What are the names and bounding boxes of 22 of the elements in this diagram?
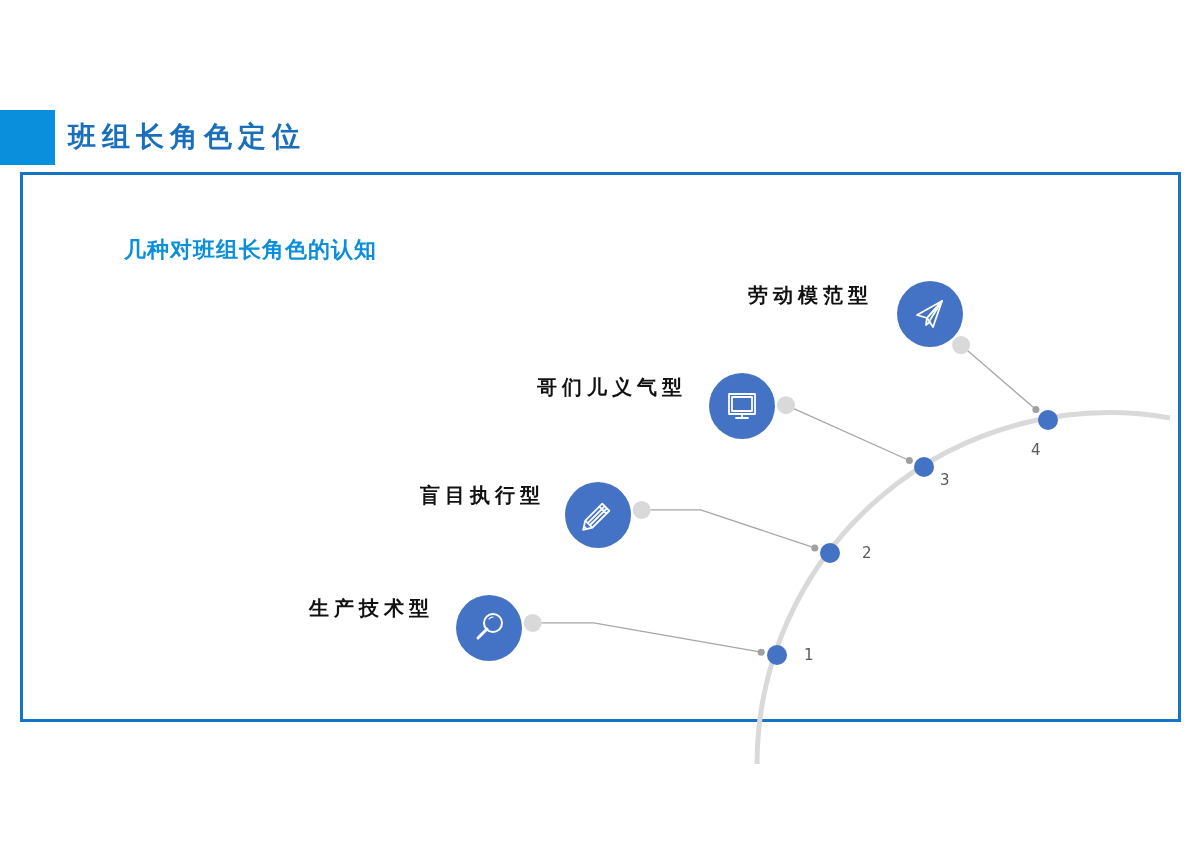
timeline-dot-icon — [767, 645, 787, 665]
step-number: 3 — [940, 471, 950, 489]
role-name: 盲目执行型 — [420, 483, 545, 507]
leader-line — [632, 500, 819, 552]
role-name: 哥们儿义气型 — [537, 375, 687, 399]
leader-line — [523, 613, 765, 656]
page-title: 班组长角色定位 — [68, 120, 306, 154]
pencil-icon — [565, 482, 631, 548]
timeline-dot-icon — [1038, 410, 1058, 430]
paper-plane-icon — [897, 281, 963, 347]
timeline-dot-icon — [820, 543, 840, 563]
leader-line — [777, 396, 913, 464]
timeline-dot-icon — [914, 457, 934, 477]
leader-line — [952, 336, 1040, 414]
step-number: 1 — [804, 646, 814, 664]
step-number: 2 — [862, 544, 872, 562]
step-number: 4 — [1031, 441, 1041, 459]
search-icon — [456, 595, 522, 661]
role-name: 生产技术型 — [309, 596, 434, 620]
monitor-icon — [709, 373, 775, 439]
section-heading: 几种对班组长角色的认知 — [124, 237, 377, 264]
role-name: 劳动模范型 — [748, 283, 873, 307]
